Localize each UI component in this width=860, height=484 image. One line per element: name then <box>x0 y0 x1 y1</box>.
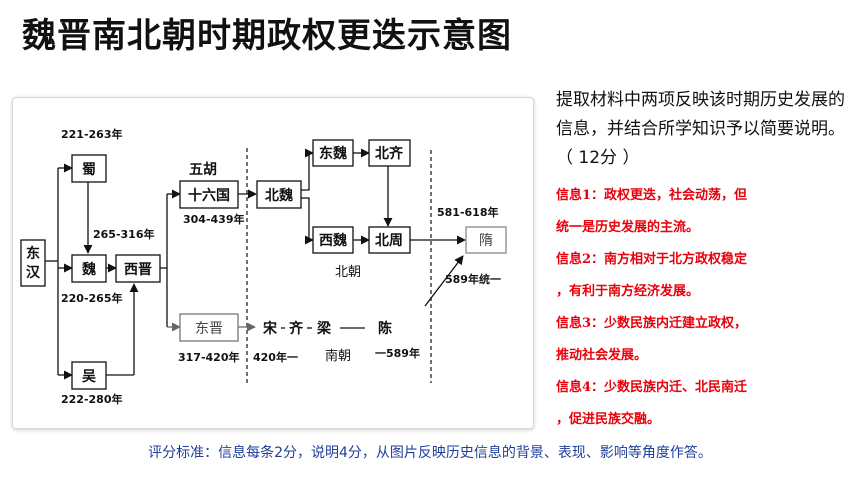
shiliuguo-dates: 304-439年 <box>183 212 245 226</box>
grading-criteria: 评分标准：信息每条2分，说明4分，从图片反映历史信息的背景、表现、影响等角度作答… <box>148 445 712 461</box>
box-dongjin-label: 东晋 <box>195 321 223 337</box>
box-dongwei-label: 东魏 <box>319 145 347 162</box>
wuhu-label: 五胡 <box>189 161 217 178</box>
box-beizhou <box>368 226 411 254</box>
box-shu <box>71 154 107 183</box>
box-shiliuguo <box>179 180 239 209</box>
box-wu <box>71 361 107 390</box>
box-donghan <box>20 239 46 287</box>
answer-item-4: 信息4：少数民族内迁、北民南迁，促进民族交融。 <box>556 380 748 427</box>
dynasty-song: 宋 <box>262 320 278 337</box>
nanchao-label: 南朝 <box>325 348 351 364</box>
arrow <box>301 197 314 245</box>
box-beiqi <box>368 139 411 167</box>
box-wei-label: 魏 <box>81 261 96 278</box>
page-title: 魏晋南北朝时期政权更迭示意图 <box>22 16 512 56</box>
box-beiqi-label: 北齐 <box>375 145 404 162</box>
box-wei <box>71 254 107 283</box>
song-start: 420年一 <box>253 350 298 364</box>
dynasty-qi: 齐 <box>289 320 304 337</box>
unify-arrow <box>424 255 464 307</box>
chen-end: 一589年 <box>375 346 420 360</box>
answer-item-3: 信息3：少数民族内迁建立政权，推动社会发展。 <box>556 316 748 363</box>
regime-diagram: 东 汉 蜀 魏 西晋 吴 十六国 东晋 北魏 东魏 西魏 北齐 北周 隋 宋 齐… <box>12 97 534 429</box>
wu-dates: 222-280年 <box>61 392 123 406</box>
shu-dates: 221-263年 <box>61 127 123 141</box>
diagram-svg: 东 汉 蜀 魏 西晋 吴 十六国 东晋 北魏 东魏 西魏 北齐 北周 隋 宋 齐… <box>20 127 507 406</box>
box-xiwei-label: 西魏 <box>319 232 347 249</box>
box-sui-label: 隋 <box>479 233 493 249</box>
box-beizhou-label: 北周 <box>375 233 403 249</box>
box-donghan-label-2: 汉 <box>26 265 41 281</box>
box-dongwei <box>312 139 354 167</box>
sui-dates: 581-618年 <box>437 205 499 219</box>
dynasty-liang: 梁 <box>316 320 332 337</box>
box-xijin-label: 西晋 <box>124 262 152 278</box>
box-shu-label: 蜀 <box>82 162 96 178</box>
answer-item-2: 信息2：南方相对于北方政权稳定，有利于南方经济发展。 <box>556 252 748 299</box>
box-wu-label: 吴 <box>82 369 97 385</box>
box-donghan-label-1: 东 <box>26 245 40 262</box>
dongjin-dates: 317-420年 <box>178 350 240 364</box>
wei-dates: 220-265年 <box>61 291 123 305</box>
box-dongjin <box>179 313 239 342</box>
box-xijin <box>115 254 161 283</box>
question-text: 提取材料中两项反映该时期历史发展的信息，并结合所学知识予以简要说明。（ 12分 … <box>556 90 845 168</box>
unify-label: 589年统一 <box>445 272 501 286</box>
box-shiliuguo-label: 十六国 <box>188 187 230 204</box>
arrow <box>301 148 314 191</box>
box-beiwei <box>256 180 302 209</box>
box-sui <box>465 226 507 254</box>
dynasty-chen: 陈 <box>378 320 392 337</box>
box-beiwei-label: 北魏 <box>265 187 293 204</box>
answer-list: 信息1：政权更迭，社会动荡，但统一是历史发展的主流。 信息2：南方相对于北方政权… <box>556 180 856 436</box>
beichao-label: 北朝 <box>335 265 361 280</box>
box-xiwei <box>312 226 354 254</box>
xijin-dates: 265-316年 <box>93 227 155 241</box>
answer-item-1: 信息1：政权更迭，社会动荡，但统一是历史发展的主流。 <box>556 188 748 235</box>
